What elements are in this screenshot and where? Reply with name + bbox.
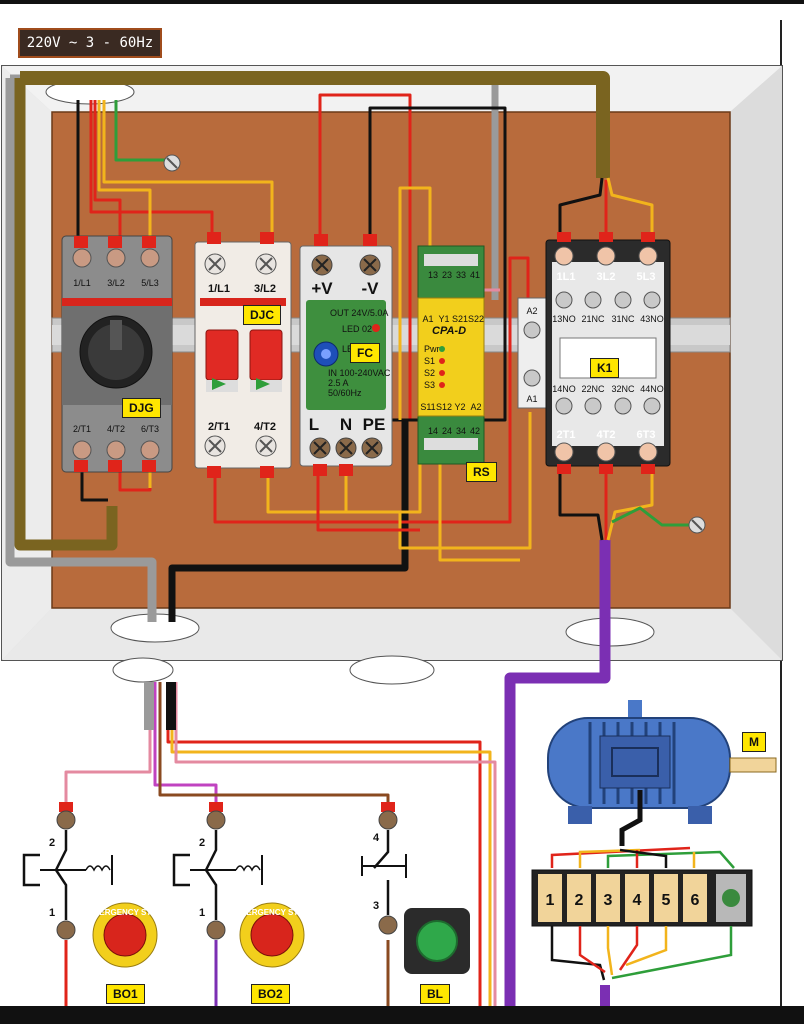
rs-mb-0: S11 xyxy=(420,402,435,412)
tb-4: 4 xyxy=(633,892,642,909)
label-fc: FC xyxy=(350,343,380,363)
label-djg: DJG xyxy=(122,398,161,418)
fc-l: L xyxy=(309,415,319,434)
rs-brand: CPA-D xyxy=(432,325,466,337)
djg-t1: 1/L1 xyxy=(73,278,91,288)
fc-spec-1: LED 02 xyxy=(342,324,372,334)
k1-b1: 2T1 xyxy=(557,429,576,441)
bo2-emergency-stop: EMERGENCY STOP 2 1 xyxy=(172,802,310,968)
k1-screws xyxy=(554,246,661,462)
tb-1: 1 xyxy=(546,892,555,909)
fc-power-supply: +V -V L N PE OUT 24V/5.0A LED 02 LED 01 … xyxy=(299,234,393,476)
k1-at-0: 13NO xyxy=(552,314,576,324)
k1-ab-0: 14NO xyxy=(552,384,576,394)
djg-b3: 6/T3 xyxy=(141,424,159,434)
djg-b1: 2/T1 xyxy=(73,424,91,434)
rs-safety-relay: CPA-D 13 23 33 41 A1 Y1 S21 S22 Pwr S1 S… xyxy=(417,245,485,465)
k1-b3: 6T3 xyxy=(637,429,656,441)
cable-glands xyxy=(45,79,655,685)
k1-t1: 1L1 xyxy=(557,271,576,283)
bo1-top-terminal: 2 xyxy=(49,837,55,849)
fc-spec-4: 2.5 A xyxy=(328,378,349,388)
label-k1: K1 xyxy=(590,358,620,378)
djc-b2: 4/T2 xyxy=(254,421,276,433)
rs-mt-2: S21 xyxy=(452,314,468,324)
rs-bot-2: 34 xyxy=(456,426,466,436)
label-rs: RS xyxy=(466,462,497,482)
supply-label: 220V ~ 3 - 60Hz xyxy=(18,28,162,58)
rs-mb-3: A2 xyxy=(470,402,481,412)
motor xyxy=(547,700,777,846)
ground-screw-right xyxy=(688,516,706,534)
label-bo2: BO2 xyxy=(251,984,290,1004)
label-m: M xyxy=(742,732,766,752)
rs-mt-3: S22 xyxy=(468,314,484,324)
fc-spec-3: IN 100-240VAC xyxy=(328,368,391,378)
fc-minus: -V xyxy=(362,279,380,298)
djc-breaker: 1/L1 3/L2 2/T1 4/T2 xyxy=(194,232,292,478)
bl-top-terminal: 4 xyxy=(373,832,380,844)
k1-at-1: 21NC xyxy=(581,314,605,324)
djc-b1: 2/T1 xyxy=(208,421,230,433)
bo2-button-text: EMERGENCY STOP xyxy=(234,908,310,917)
tb-5: 5 xyxy=(662,892,671,909)
djg-motor-protector: 1/L1 3/L2 5/L3 2/T1 4/T2 6/T3 xyxy=(61,235,173,473)
fc-n: N xyxy=(340,415,352,434)
rs-mt-1: Y1 xyxy=(438,314,449,324)
k1-t2: 3L2 xyxy=(597,271,616,283)
cables xyxy=(5,71,611,1006)
tb-2: 2 xyxy=(575,892,584,909)
fc-plus: +V xyxy=(311,279,333,298)
label-djc: DJC xyxy=(243,305,282,325)
rs-bot-0: 14 xyxy=(428,426,438,436)
rs-top-3: 41 xyxy=(470,270,480,280)
motor-terminal-block: 1 2 3 4 5 6 xyxy=(531,846,753,981)
label-bo1: BO1 xyxy=(106,984,145,1004)
k1-ab-2: 32NC xyxy=(611,384,635,394)
bo2-bottom-terminal: 1 xyxy=(199,907,205,919)
rs-top-0: 13 xyxy=(428,270,438,280)
k1-contactor: 1L1 3L2 5L3 13NO 21NC 31NC 43NO 14NO 22N… xyxy=(545,232,671,474)
tb-6: 6 xyxy=(691,892,700,909)
djc-t2: 3/L2 xyxy=(254,283,276,295)
bo2-top-terminal: 2 xyxy=(199,837,205,849)
djc-t1: 1/L1 xyxy=(208,283,230,295)
k1-at-3: 43NO xyxy=(640,314,664,324)
k1-b2: 4T2 xyxy=(597,429,616,441)
rs-mb-2: Y2 xyxy=(454,402,465,412)
bl-start-button: 4 3 xyxy=(361,802,470,974)
rs-top-1: 23 xyxy=(442,270,452,280)
k1-t3: 5L3 xyxy=(637,271,656,283)
k1-ab-1: 22NC xyxy=(581,384,605,394)
bo1-button-text: EMERGENCY STOP xyxy=(87,908,163,917)
rs-bot-1: 24 xyxy=(442,426,452,436)
coil-a2: A2 xyxy=(526,306,537,316)
contactor-coil-module: A2 A1 xyxy=(517,297,547,409)
rs-side-2: S2 xyxy=(424,368,435,378)
rs-side-0: Pwr xyxy=(424,344,440,354)
rs-top-2: 33 xyxy=(456,270,466,280)
rs-bot-3: 42 xyxy=(470,426,480,436)
rs-mb-1: S12 xyxy=(436,402,452,412)
k1-ab-3: 44NO xyxy=(640,384,664,394)
k1-at-2: 31NC xyxy=(611,314,635,324)
djg-t3: 5/L3 xyxy=(141,278,159,288)
ground-screw-left xyxy=(163,154,181,172)
bo1-emergency-stop: EMERGENCY STOP 2 1 xyxy=(22,802,163,968)
coil-a1: A1 xyxy=(526,394,537,404)
rs-mt-0: A1 xyxy=(422,314,433,324)
djg-t2: 3/L2 xyxy=(107,278,125,288)
djg-b2: 4/T2 xyxy=(107,424,125,434)
rs-side-3: S3 xyxy=(424,380,435,390)
bl-bottom-terminal: 3 xyxy=(373,900,379,912)
rs-side-1: S1 xyxy=(424,356,435,366)
fc-spec-5: 50/60Hz xyxy=(328,388,362,398)
fc-pe: PE xyxy=(363,415,386,434)
bo1-bottom-terminal: 1 xyxy=(49,907,55,919)
label-bl: BL xyxy=(420,984,450,1004)
tb-3: 3 xyxy=(604,892,613,909)
fc-spec-0: OUT 24V/5.0A xyxy=(330,308,388,318)
